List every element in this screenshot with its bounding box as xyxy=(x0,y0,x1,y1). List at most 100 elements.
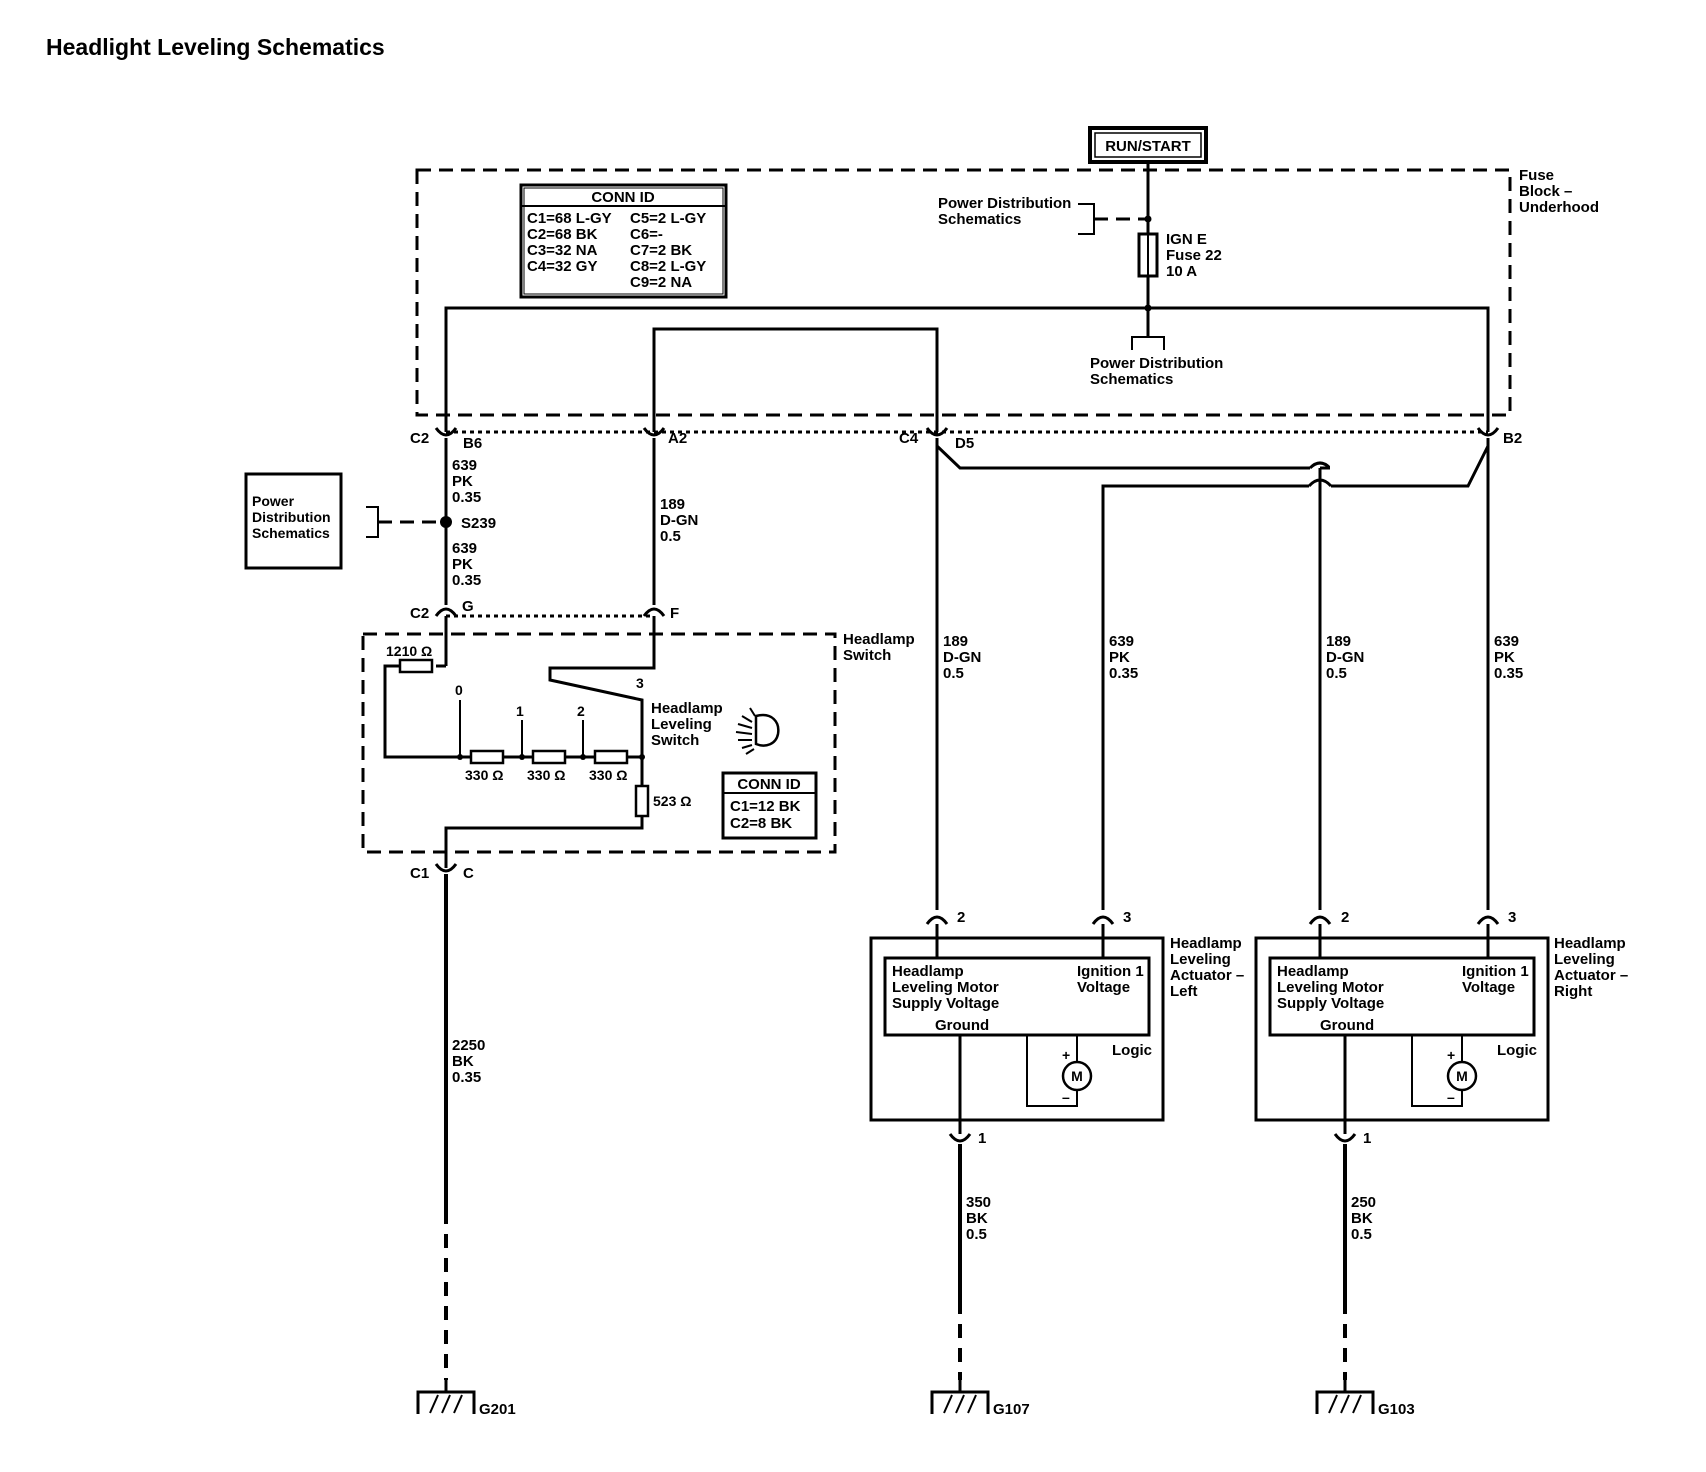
leveling-switch-label: Headlamp xyxy=(651,700,723,717)
svg-text:PK: PK xyxy=(1494,649,1515,666)
resistor-330-b xyxy=(531,749,567,765)
svg-text:Headlamp: Headlamp xyxy=(892,963,964,980)
power-distribution-label: Schematics xyxy=(938,211,1021,228)
run-start-box: RUN/START xyxy=(1088,126,1208,164)
run-start-label: RUN/START xyxy=(1105,138,1191,155)
svg-text:M: M xyxy=(1071,1068,1083,1084)
resistor-330-c xyxy=(593,749,629,765)
svg-text:Leveling: Leveling xyxy=(1170,951,1231,968)
svg-text:Leveling Motor: Leveling Motor xyxy=(1277,979,1384,996)
conn-id-cell: C4=32 GY xyxy=(527,258,597,275)
resistor-label: 330 Ω xyxy=(589,767,627,783)
fuse-block-underhood: Fuse Block – Underhood xyxy=(415,167,1599,417)
conn-id-cell: C3=32 NA xyxy=(527,242,598,259)
resistor-label: 523 Ω xyxy=(653,793,691,809)
splice-label: S239 xyxy=(461,515,496,532)
connector-label: F xyxy=(670,605,679,622)
svg-text:0.35: 0.35 xyxy=(452,572,481,589)
fuse-label: IGN E xyxy=(1166,231,1207,248)
svg-text:Voltage: Voltage xyxy=(1077,979,1130,996)
svg-text:Leveling Motor: Leveling Motor xyxy=(892,979,999,996)
connector-c2-b6: C2 B6 xyxy=(410,427,482,452)
svg-text:Logic: Logic xyxy=(1497,1042,1537,1059)
svg-text:PK: PK xyxy=(452,556,473,573)
power-distribution-label: Schematics xyxy=(252,525,330,541)
svg-text:Headlamp: Headlamp xyxy=(1170,935,1242,952)
wire-label-189-a: 189 D-GN 0.5 xyxy=(660,496,698,545)
svg-text:Actuator –: Actuator – xyxy=(1170,967,1244,984)
power-distribution-ref-left: Power Distribution Schematics xyxy=(244,472,343,570)
headlamp-icon xyxy=(735,707,780,755)
ground-label: G201 xyxy=(479,1401,516,1418)
svg-text:Ground: Ground xyxy=(935,1017,989,1034)
svg-text:BK: BK xyxy=(1351,1210,1373,1227)
switch-position-label: 1 xyxy=(516,703,524,719)
conn-id-cell: C1=12 BK xyxy=(730,798,801,815)
svg-text:Ignition 1: Ignition 1 xyxy=(1462,963,1529,980)
svg-text:Ignition 1: Ignition 1 xyxy=(1077,963,1144,980)
leveling-switch-label: Leveling xyxy=(651,716,712,733)
wire-label-639-c: 639 PK 0.35 xyxy=(1109,633,1138,682)
conn-id-cell: C2=8 BK xyxy=(730,815,792,832)
headlamp-leveling-actuator-right: 2 3 Headlamp Leveling Motor Supply Volta… xyxy=(1254,909,1628,1147)
svg-text:Leveling: Leveling xyxy=(1554,951,1615,968)
ground-label: G107 xyxy=(993,1401,1030,1418)
power-distribution-label: Schematics xyxy=(1090,371,1173,388)
fuse-22: IGN E Fuse 22 10 A xyxy=(1137,231,1222,280)
wire-label-189-c: 189 D-GN 0.5 xyxy=(1326,633,1364,682)
svg-text:D-GN: D-GN xyxy=(943,649,981,666)
fuse-label: Fuse 22 xyxy=(1166,247,1222,264)
svg-text:0.5: 0.5 xyxy=(943,665,964,682)
ground-label: G103 xyxy=(1378,1401,1415,1418)
svg-text:Logic: Logic xyxy=(1112,1042,1152,1059)
svg-text:Headlamp: Headlamp xyxy=(1277,963,1349,980)
ground-g103: G103 xyxy=(1315,1380,1415,1418)
headlamp-switch: Headlamp Switch 1210 Ω 0 1 2 3 330 Ω 330… xyxy=(361,616,915,868)
svg-text:639: 639 xyxy=(452,457,477,474)
svg-text:Ground: Ground xyxy=(1320,1017,1374,1034)
svg-text:2250: 2250 xyxy=(452,1037,485,1054)
switch-position-label: 2 xyxy=(577,703,585,719)
svg-text:0.35: 0.35 xyxy=(452,489,481,506)
svg-text:189: 189 xyxy=(1326,633,1351,650)
svg-text:M: M xyxy=(1456,1068,1468,1084)
ground-g201: G201 xyxy=(416,1380,516,1418)
svg-text:D-GN: D-GN xyxy=(1326,649,1364,666)
conn-id-cell: C5=2 L-GY xyxy=(630,210,706,227)
resistor-label: 330 Ω xyxy=(465,767,503,783)
headlamp-switch-label: Switch xyxy=(843,647,891,664)
connector-label: D5 xyxy=(955,435,974,452)
svg-text:0.5: 0.5 xyxy=(1351,1226,1372,1243)
connector-label: B6 xyxy=(463,435,482,452)
connector-label: A2 xyxy=(668,430,687,447)
svg-text:0.5: 0.5 xyxy=(660,528,681,545)
connector-c2-g: C2 G xyxy=(410,598,474,622)
svg-text:Supply Voltage: Supply Voltage xyxy=(892,995,999,1012)
pin-label: 2 xyxy=(1341,909,1349,926)
conn-id-cell: C1=68 L-GY xyxy=(527,210,612,227)
svg-text:189: 189 xyxy=(943,633,968,650)
svg-text:Supply Voltage: Supply Voltage xyxy=(1277,995,1384,1012)
conn-id-header: CONN ID xyxy=(591,189,655,206)
fuse-label: 10 A xyxy=(1166,263,1197,280)
connector-c4-d5: C4 D5 xyxy=(899,427,974,452)
resistor-label: 330 Ω xyxy=(527,767,565,783)
pin-label: 1 xyxy=(1363,1130,1371,1147)
wire-label-189-b: 189 D-GN 0.5 xyxy=(943,633,981,682)
svg-text:BK: BK xyxy=(452,1053,474,1070)
svg-text:0.35: 0.35 xyxy=(1109,665,1138,682)
svg-text:Left: Left xyxy=(1170,983,1198,1000)
pin-label: 2 xyxy=(957,909,965,926)
svg-text:189: 189 xyxy=(660,496,685,513)
connector-label: C1 xyxy=(410,865,429,882)
resistor-1210 xyxy=(398,658,434,674)
svg-text:–: – xyxy=(1447,1089,1455,1105)
svg-text:Actuator –: Actuator – xyxy=(1554,967,1628,984)
power-distribution-label: Power Distribution xyxy=(1090,355,1223,372)
pin-label: 1 xyxy=(978,1130,986,1147)
svg-text:Voltage: Voltage xyxy=(1462,979,1515,996)
motor-icon xyxy=(1446,1060,1478,1092)
conn-id-cell: C2=68 BK xyxy=(527,226,598,243)
conn-id-cell: C7=2 BK xyxy=(630,242,692,259)
